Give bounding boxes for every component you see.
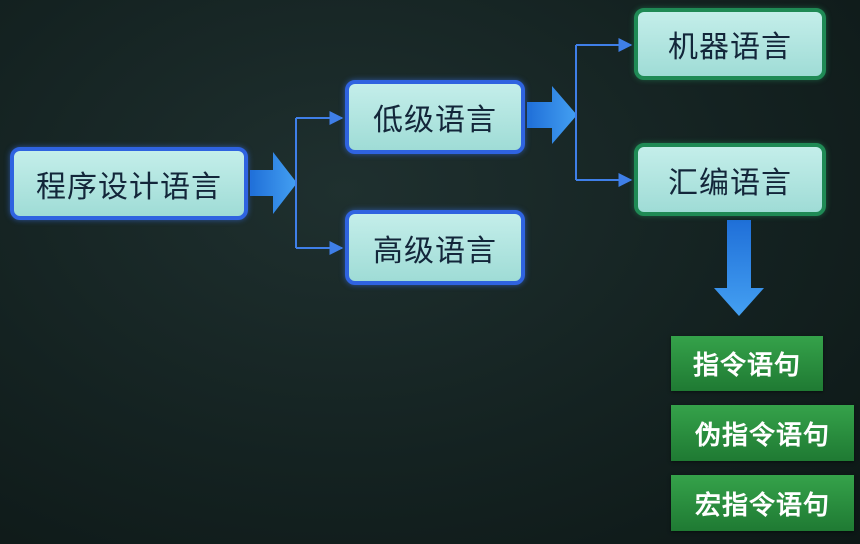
node-low-level-language-label: 低级语言 bbox=[373, 103, 497, 138]
leaf-macro-instruction-statement: 宏指令语句 bbox=[671, 475, 854, 531]
leaf-macro-instruction-statement-label: 宏指令语句 bbox=[694, 490, 830, 521]
leaf-pseudo-instruction-statement-label: 伪指令语句 bbox=[694, 420, 830, 451]
node-assembly-language-label: 汇编语言 bbox=[668, 165, 792, 201]
arrow-low-to-branches bbox=[527, 86, 577, 144]
node-high-level-language-label: 高级语言 bbox=[373, 233, 497, 269]
node-assembly-language: 汇编语言 bbox=[634, 143, 826, 216]
node-machine-language: 机器语言 bbox=[634, 8, 826, 80]
node-machine-language-label: 机器语言 bbox=[668, 30, 792, 65]
leaf-pseudo-instruction-statement: 伪指令语句 bbox=[671, 405, 854, 461]
arrow-assembly-to-statements bbox=[714, 220, 764, 316]
node-high-level-language: 高级语言 bbox=[345, 210, 525, 285]
leaf-instruction-statement: 指令语句 bbox=[671, 336, 823, 391]
node-low-level-language: 低级语言 bbox=[345, 80, 525, 154]
node-programming-language: 程序设计语言 bbox=[10, 147, 248, 220]
leaf-instruction-statement-label: 指令语句 bbox=[692, 351, 801, 381]
arrow-root-to-branches bbox=[250, 152, 297, 214]
node-programming-language-label: 程序设计语言 bbox=[36, 169, 222, 205]
